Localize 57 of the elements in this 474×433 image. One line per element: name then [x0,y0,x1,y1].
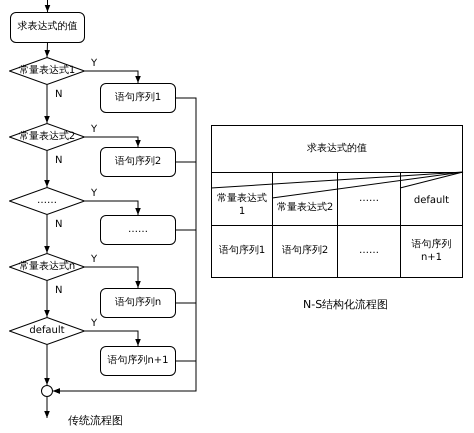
arrow [84,136,141,148]
process-box [100,83,176,113]
arrow [84,200,141,216]
process-box [100,215,176,245]
edge-label: Y [90,59,98,69]
edge-label: N [54,90,64,100]
arrow [44,150,50,188]
arrow [44,42,50,58]
arrow [84,330,141,346]
arrow [84,70,141,84]
arrow [52,360,196,394]
decision-diamond [9,187,85,215]
caption-text: N-S结构化流程图 [303,297,388,312]
arrow [44,396,50,418]
node-text: default [29,324,65,338]
arrow [84,266,141,288]
node-text: 求表达式的值 [307,142,367,156]
table-cell [211,225,273,278]
arrow [44,344,50,386]
node-text: 语句序列1 [218,245,266,258]
connector-circle [41,385,53,397]
process-box [10,12,85,43]
node-text: …… [128,224,148,236]
node-text: 语句序列n [114,296,162,310]
edge-label: Y [90,255,98,265]
edge-label: Y [90,189,98,199]
node-text: 常量表达式1 [216,193,268,218]
node-text: 语句序列1 [114,92,162,104]
node-text: 语句序列n+1 [410,239,452,264]
node-text: default [414,195,450,208]
node-text: 求表达式的值 [18,21,78,34]
edge-label: Y [90,319,98,329]
table-cell [400,225,463,278]
node-text: 语句序列2 [114,156,162,168]
decision-diamond [9,123,85,151]
decision-diamond [9,253,85,281]
node-text: 常量表达式2 [276,202,334,214]
process-box [100,346,176,376]
process-box [100,147,176,177]
edge-label: N [54,220,64,230]
arrow [44,280,50,318]
caption-text: 传统流程图 [68,413,123,428]
node-text: 语句序列2 [282,245,328,258]
arrow [44,0,50,12]
node-text: 语句序列n+1 [107,354,169,368]
edge-label: N [54,286,64,296]
table-cell [211,125,463,173]
node-text: …… [359,245,379,258]
edge-label: Y [90,125,98,135]
decision-diamond [9,317,85,345]
node-text: …… [359,193,379,206]
edge-label: N [54,156,64,166]
decision-diamond [9,57,85,85]
arrow [44,214,50,254]
process-box [100,288,176,318]
node-text: …… [37,194,57,208]
arrow [44,84,50,124]
